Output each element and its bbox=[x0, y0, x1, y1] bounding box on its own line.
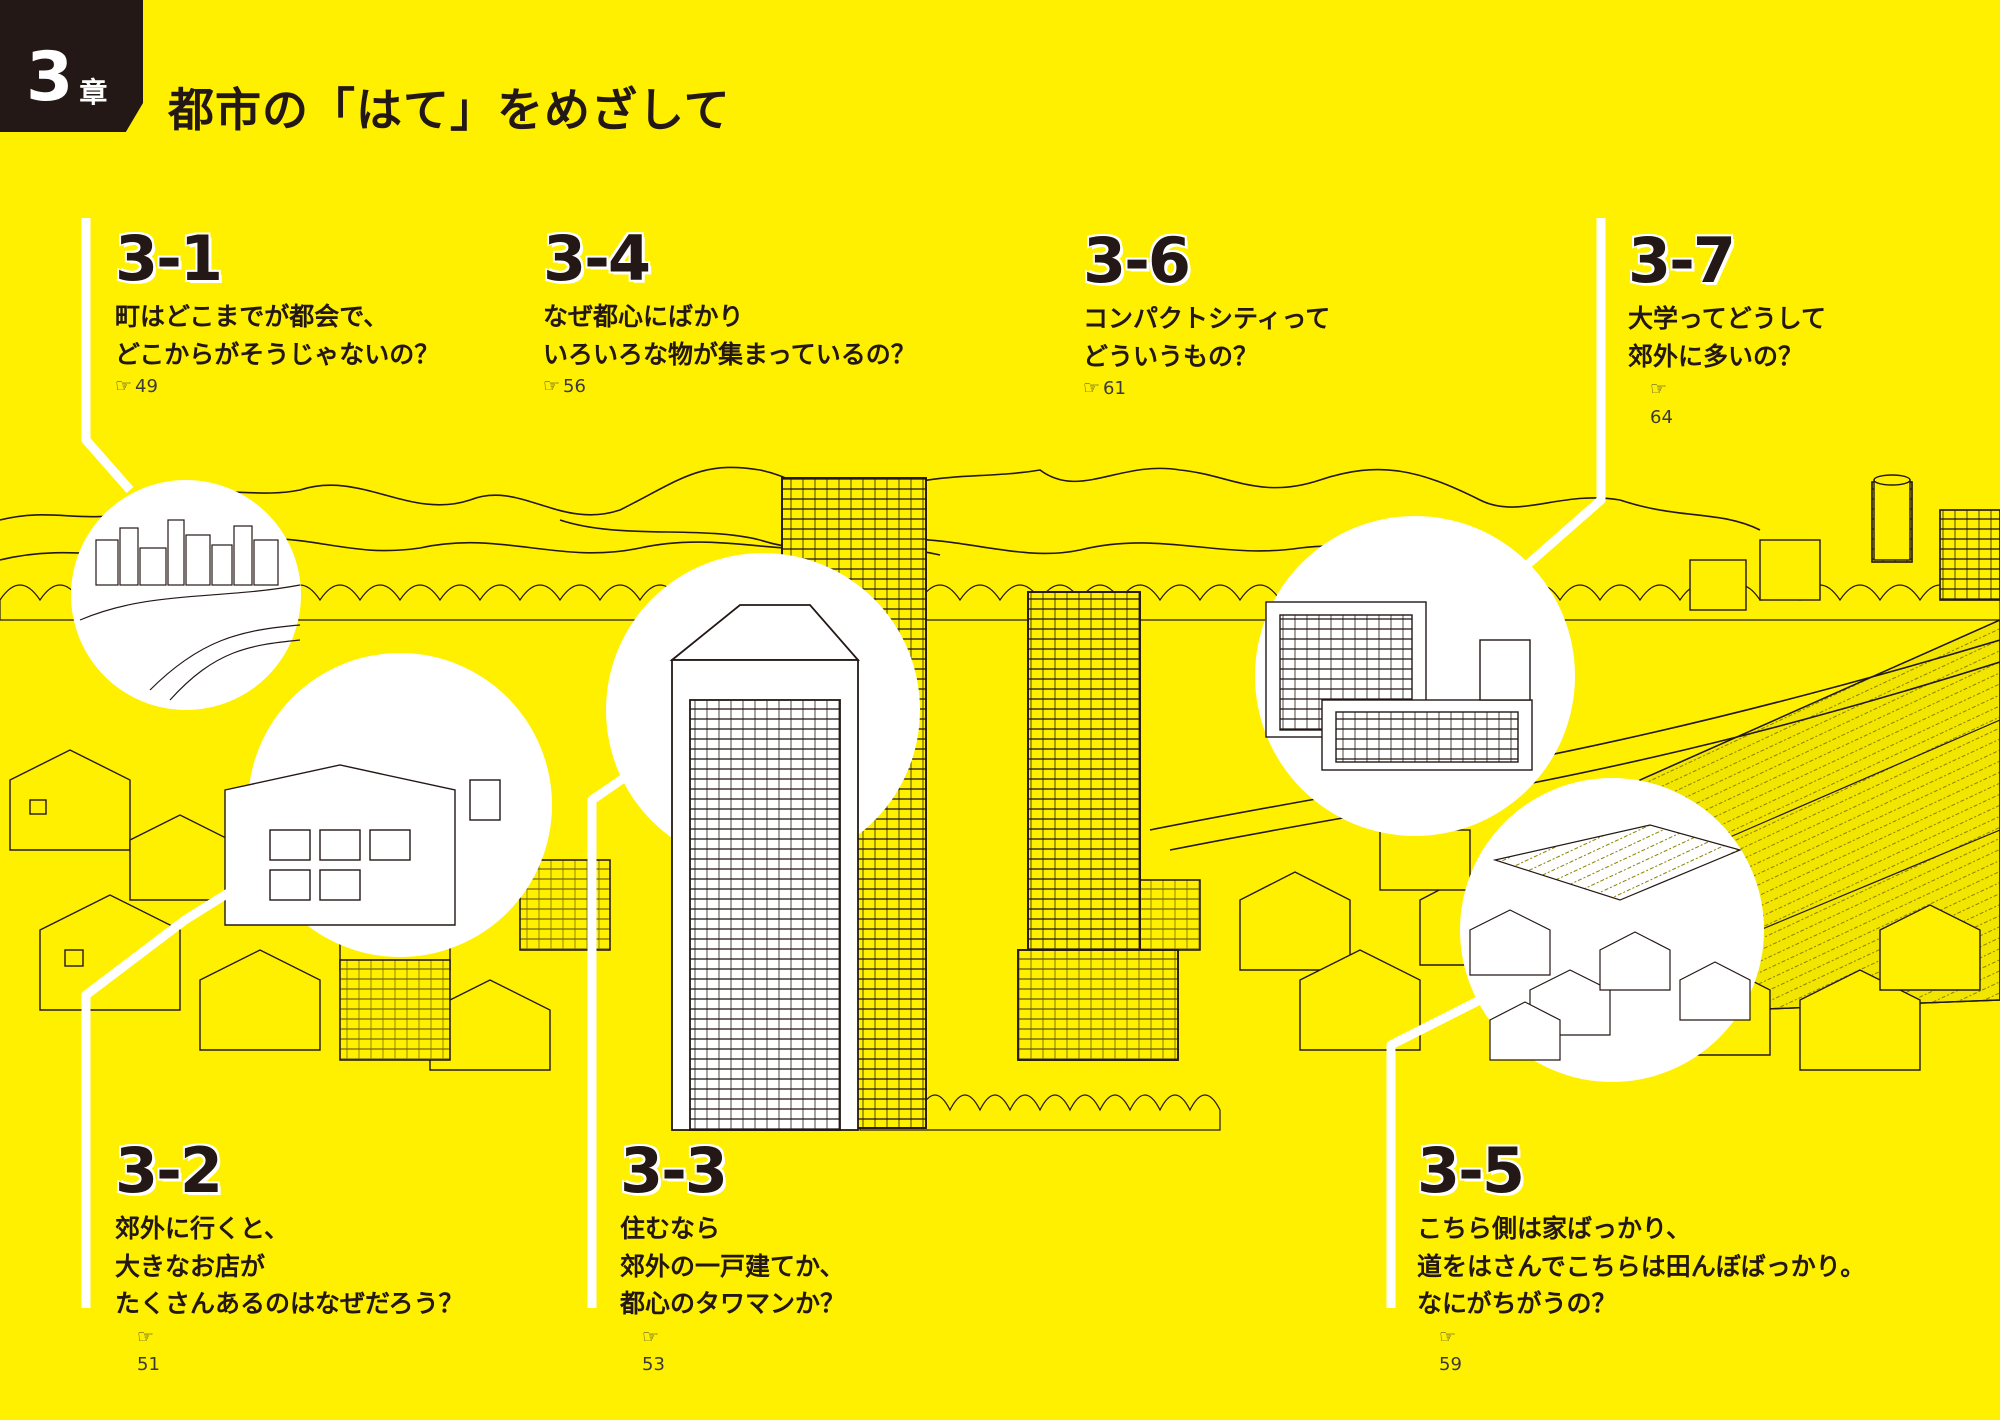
page-reference[interactable]: ☞59 bbox=[1439, 1323, 1865, 1379]
page-reference[interactable]: ☞51 bbox=[137, 1323, 464, 1379]
topic-question: 住むなら 郊外の一戸建てか、 都心のタワマンか？☞53 bbox=[620, 1210, 845, 1378]
page-reference[interactable]: ☞ 61 bbox=[1083, 377, 1126, 399]
topic-question: 郊外に行くと、 大きなお店が たくさんあるのはなぜだろう？☞51 bbox=[115, 1210, 464, 1378]
topic-3-7[interactable]: 3-7 大学ってどうして 郊外に多いの？☞64 bbox=[1628, 230, 1826, 431]
topic-number: 3-5 bbox=[1417, 1134, 1525, 1207]
pointing-hand-icon: ☞ bbox=[1439, 1325, 1457, 1348]
topic-number: 3-4 bbox=[543, 222, 651, 295]
topic-number: 3-1 bbox=[115, 222, 223, 295]
pointing-hand-icon: ☞ bbox=[115, 375, 133, 397]
topic-number: 3-2 bbox=[115, 1134, 223, 1207]
topic-3-3[interactable]: 3-3 住むなら 郊外の一戸建てか、 都心のタワマンか？☞53 bbox=[620, 1140, 845, 1378]
tower-right-center bbox=[1017, 591, 1179, 1061]
round-tower bbox=[1873, 474, 1911, 561]
topic-number: 3-6 bbox=[1083, 224, 1191, 297]
page-reference[interactable]: ☞ 49 bbox=[115, 375, 158, 397]
circle-1-skyline bbox=[79, 519, 301, 701]
page-reference[interactable]: ☞ 56 bbox=[543, 375, 586, 397]
topic-question: 大学ってどうして 郊外に多いの？☞64 bbox=[1628, 300, 1826, 431]
topic-3-4[interactable]: 3-4 なぜ都心にばかり いろいろな物が集まっているの？ ☞ 56 bbox=[543, 222, 916, 398]
page-reference[interactable]: ☞53 bbox=[642, 1323, 845, 1379]
circle-2-store bbox=[224, 764, 501, 926]
circle-5-houses-and-fields bbox=[1469, 824, 1751, 1061]
chapter-word: 章 bbox=[79, 75, 108, 109]
page-reference[interactable]: ☞64 bbox=[1650, 375, 1826, 431]
topic-number: 3-7 bbox=[1628, 224, 1736, 297]
topic-3-5[interactable]: 3-5 こちら側は家ばっかり、 道をはさんでこちらは田んぼばっかり。 なにがちが… bbox=[1417, 1140, 1865, 1378]
topic-question: コンパクトシティって どういうもの？ bbox=[1083, 304, 1331, 371]
chapter-badge: 3 章 bbox=[0, 0, 143, 132]
topic-3-2[interactable]: 3-2 郊外に行くと、 大きなお店が たくさんあるのはなぜだろう？☞51 bbox=[115, 1140, 464, 1378]
topic-question: なぜ都心にばかり いろいろな物が集まっているの？ bbox=[543, 302, 916, 369]
pointing-hand-icon: ☞ bbox=[1650, 378, 1668, 400]
topic-number: 3-3 bbox=[620, 1134, 728, 1207]
circle-3-tower bbox=[669, 604, 860, 1131]
topic-3-1[interactable]: 3-1 町はどこまでが都会で、 どこからがそうじゃないの？ ☞ 49 bbox=[115, 222, 440, 398]
pointing-hand-icon: ☞ bbox=[543, 375, 561, 397]
chapter-title: 都市の「はて」をめざして bbox=[168, 83, 731, 137]
distant-towers bbox=[1689, 481, 2000, 611]
chapter-number: 3 bbox=[26, 38, 74, 117]
circle-4-university bbox=[1265, 601, 1533, 771]
pointing-hand-icon: ☞ bbox=[642, 1325, 660, 1348]
topic-question: こちら側は家ばっかり、 道をはさんでこちらは田んぼばっかり。 なにがちがうの？☞… bbox=[1417, 1210, 1865, 1378]
pointing-hand-icon: ☞ bbox=[1083, 377, 1101, 399]
connector-lines bbox=[81, 218, 1606, 1308]
pointing-hand-icon: ☞ bbox=[137, 1325, 155, 1348]
topic-3-6[interactable]: 3-6 コンパクトシティって どういうもの？ ☞ 61 bbox=[1083, 224, 1331, 400]
topic-question: 町はどこまでが都会で、 どこからがそうじゃないの？ bbox=[115, 302, 440, 369]
